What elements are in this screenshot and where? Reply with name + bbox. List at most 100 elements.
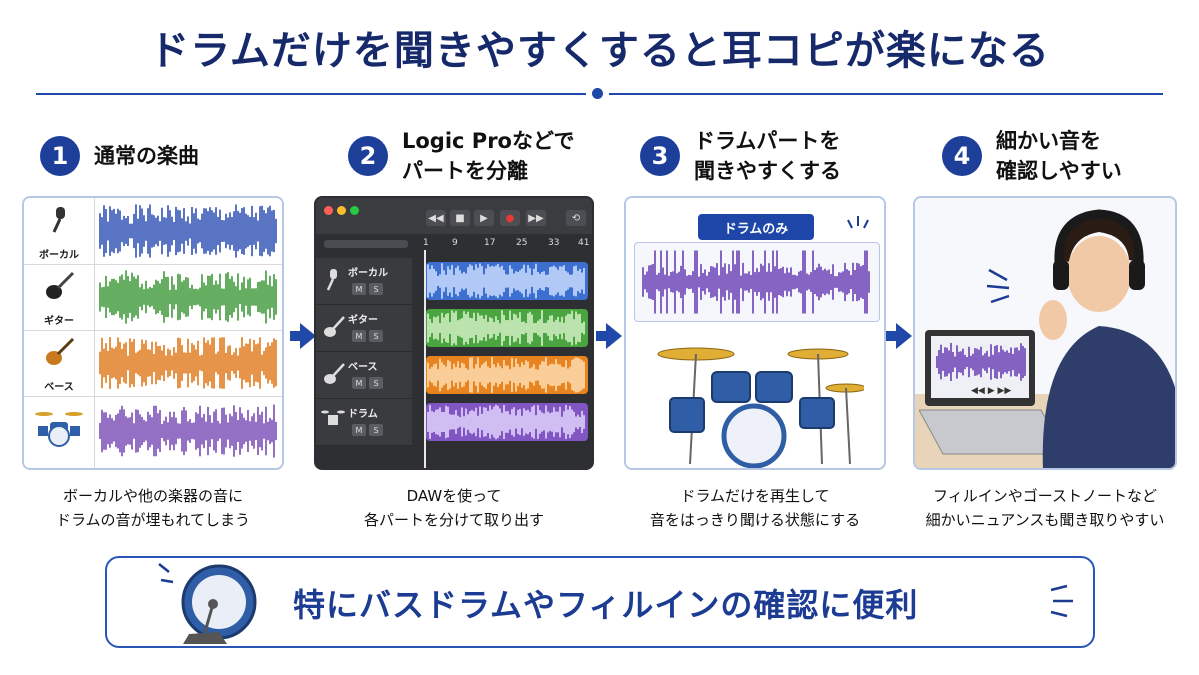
ruler-tick: 25 <box>516 238 528 248</box>
ruler-tick: 9 <box>452 238 458 248</box>
mute-button[interactable]: M <box>352 330 366 342</box>
mute-button[interactable]: M <box>352 424 366 436</box>
page-title: ドラムだけを聞きやすくすると耳コピが楽になる <box>149 28 1050 74</box>
fast-forward-icon[interactable]: ▶▶ <box>526 210 546 226</box>
sound-lines-icon <box>986 268 1010 304</box>
waveform-bass <box>99 337 277 389</box>
laptop-icon <box>919 330 1066 455</box>
title-rule-right <box>609 93 1163 95</box>
panel-mixed-song: ボーカル ギター ベース <box>22 196 284 470</box>
window-close-dot[interactable] <box>324 206 333 215</box>
step-2-header: 2 Logic Proなどで パートを分離 <box>348 124 575 188</box>
microphone-icon <box>326 269 337 291</box>
record-icon[interactable]: ● <box>500 210 520 226</box>
track-label: ギター <box>44 316 74 327</box>
region-bass[interactable] <box>426 356 588 394</box>
arrow-right-icon <box>886 323 912 349</box>
bass-guitar-icon <box>324 363 345 384</box>
ruler-tick: 33 <box>548 238 560 248</box>
daw-track-bass[interactable]: ベース M S <box>316 352 412 399</box>
waveform-guitar <box>99 270 277 324</box>
region-guitar[interactable] <box>426 309 588 347</box>
step-3-header: 3 ドラムパートを 聞きやすくする <box>640 124 841 188</box>
daw-toolbar: ◀◀ ■ ▶ ● ▶▶ ⟲ <box>316 198 592 234</box>
play-icon[interactable]: ▶ <box>474 210 494 226</box>
bottom-banner: 特にバスドラムやフィルインの確認に便利 <box>105 556 1095 648</box>
drum-kit-icon <box>657 347 864 468</box>
daw-track-name: ベース <box>348 362 378 373</box>
drum-kit-icon <box>35 412 83 447</box>
track-row-guitar: ギター <box>24 264 282 331</box>
laptop-waveform <box>936 343 1026 381</box>
daw-track-name: ギター <box>348 315 378 326</box>
step-title: 細かい音を 確認しやすい <box>996 129 1122 183</box>
title-rule-left <box>36 93 586 95</box>
sparkle-icon <box>1050 584 1073 618</box>
daw-track-name: ドラム <box>348 409 378 420</box>
mute-button[interactable]: M <box>352 283 366 295</box>
waveform-vocal <box>427 263 585 299</box>
step-number: 1 <box>40 136 80 176</box>
window-minimize-dot[interactable] <box>337 206 346 215</box>
stop-icon[interactable]: ■ <box>450 210 470 226</box>
panel-divider <box>94 198 95 468</box>
timeline-ruler: 1 9 17 25 33 41 <box>420 236 592 254</box>
mute-button[interactable]: M <box>352 377 366 389</box>
rewind-icon[interactable]: ◀◀ <box>426 210 446 226</box>
panel-daw-window: ◀◀ ■ ▶ ● ▶▶ ⟲ 1 9 17 25 33 41 ボーカル M S ギ… <box>314 196 594 470</box>
playhead[interactable] <box>424 250 426 468</box>
window-zoom-dot[interactable] <box>350 206 359 215</box>
sparkle-icon <box>847 216 869 229</box>
solo-button[interactable]: S <box>369 283 383 295</box>
track-label: ボーカル <box>39 250 79 261</box>
waveform-bass <box>427 357 585 393</box>
step-title: 通常の楽曲 <box>94 144 199 168</box>
track-header-bar <box>324 240 408 248</box>
track-row-bass: ベース <box>24 330 282 397</box>
ruler-tick: 41 <box>578 238 590 248</box>
ruler-tick: 1 <box>423 238 429 248</box>
drum-kit-icon <box>321 410 345 425</box>
bass-drum-pedal-icon <box>158 563 257 644</box>
cycle-icon[interactable]: ⟲ <box>566 210 586 226</box>
daw-track-guitar[interactable]: ギター M S <box>316 305 412 352</box>
waveform-drums <box>99 404 277 458</box>
drum-waveform-box <box>634 242 880 322</box>
solo-button[interactable]: S <box>369 424 383 436</box>
step-4-header: 4 細かい音を 確認しやすい <box>942 124 1122 188</box>
track-row-drums <box>24 396 282 468</box>
region-vocal[interactable] <box>426 262 588 300</box>
drums-only-label: ドラムのみ <box>698 214 814 240</box>
region-drums[interactable] <box>426 403 588 441</box>
microphone-icon <box>52 207 65 233</box>
arrow-right-icon <box>290 323 316 349</box>
panel-drums-only: ドラムのみ <box>624 196 886 470</box>
waveform-vocal <box>99 204 277 258</box>
title-rule-dot <box>592 88 603 99</box>
guitar-icon <box>46 271 75 299</box>
step-number: 4 <box>942 136 982 176</box>
step-1-header: 1 通常の楽曲 <box>40 124 199 188</box>
ruler-tick: 17 <box>484 238 496 248</box>
step-title: Logic Proなどで パートを分離 <box>402 129 575 183</box>
daw-track-drums[interactable]: ドラム M S <box>316 399 412 446</box>
bass-guitar-icon <box>46 337 75 365</box>
step-number: 3 <box>640 136 680 176</box>
waveform-drums <box>427 404 585 440</box>
waveform-guitar <box>427 310 585 346</box>
person-with-headphones-icon <box>1039 209 1175 468</box>
solo-button[interactable]: S <box>369 377 383 389</box>
step-4-caption: フィルインやゴーストノートなど 細かいニュアンスも聞き取りやすい <box>925 487 1165 529</box>
step-1-caption: ボーカルや他の楽器の音に ドラムの音が埋もれてしまう <box>55 487 251 529</box>
track-row-vocal: ボーカル <box>24 198 282 265</box>
daw-track-vocal[interactable]: ボーカル M S <box>316 258 412 305</box>
step-3-caption: ドラムだけを再生して 音をはっきり聞ける状態にする <box>649 487 861 529</box>
daw-track-name: ボーカル <box>348 268 388 279</box>
step-number: 2 <box>348 136 388 176</box>
laptop-playback-controls[interactable]: ◀◀ ▶ ▶▶ <box>971 386 1012 396</box>
panel-listening: ◀◀ ▶ ▶▶ <box>913 196 1177 470</box>
solo-button[interactable]: S <box>369 330 383 342</box>
track-label: ベース <box>44 382 74 393</box>
waveform-drums <box>642 250 870 314</box>
guitar-icon <box>324 316 345 337</box>
